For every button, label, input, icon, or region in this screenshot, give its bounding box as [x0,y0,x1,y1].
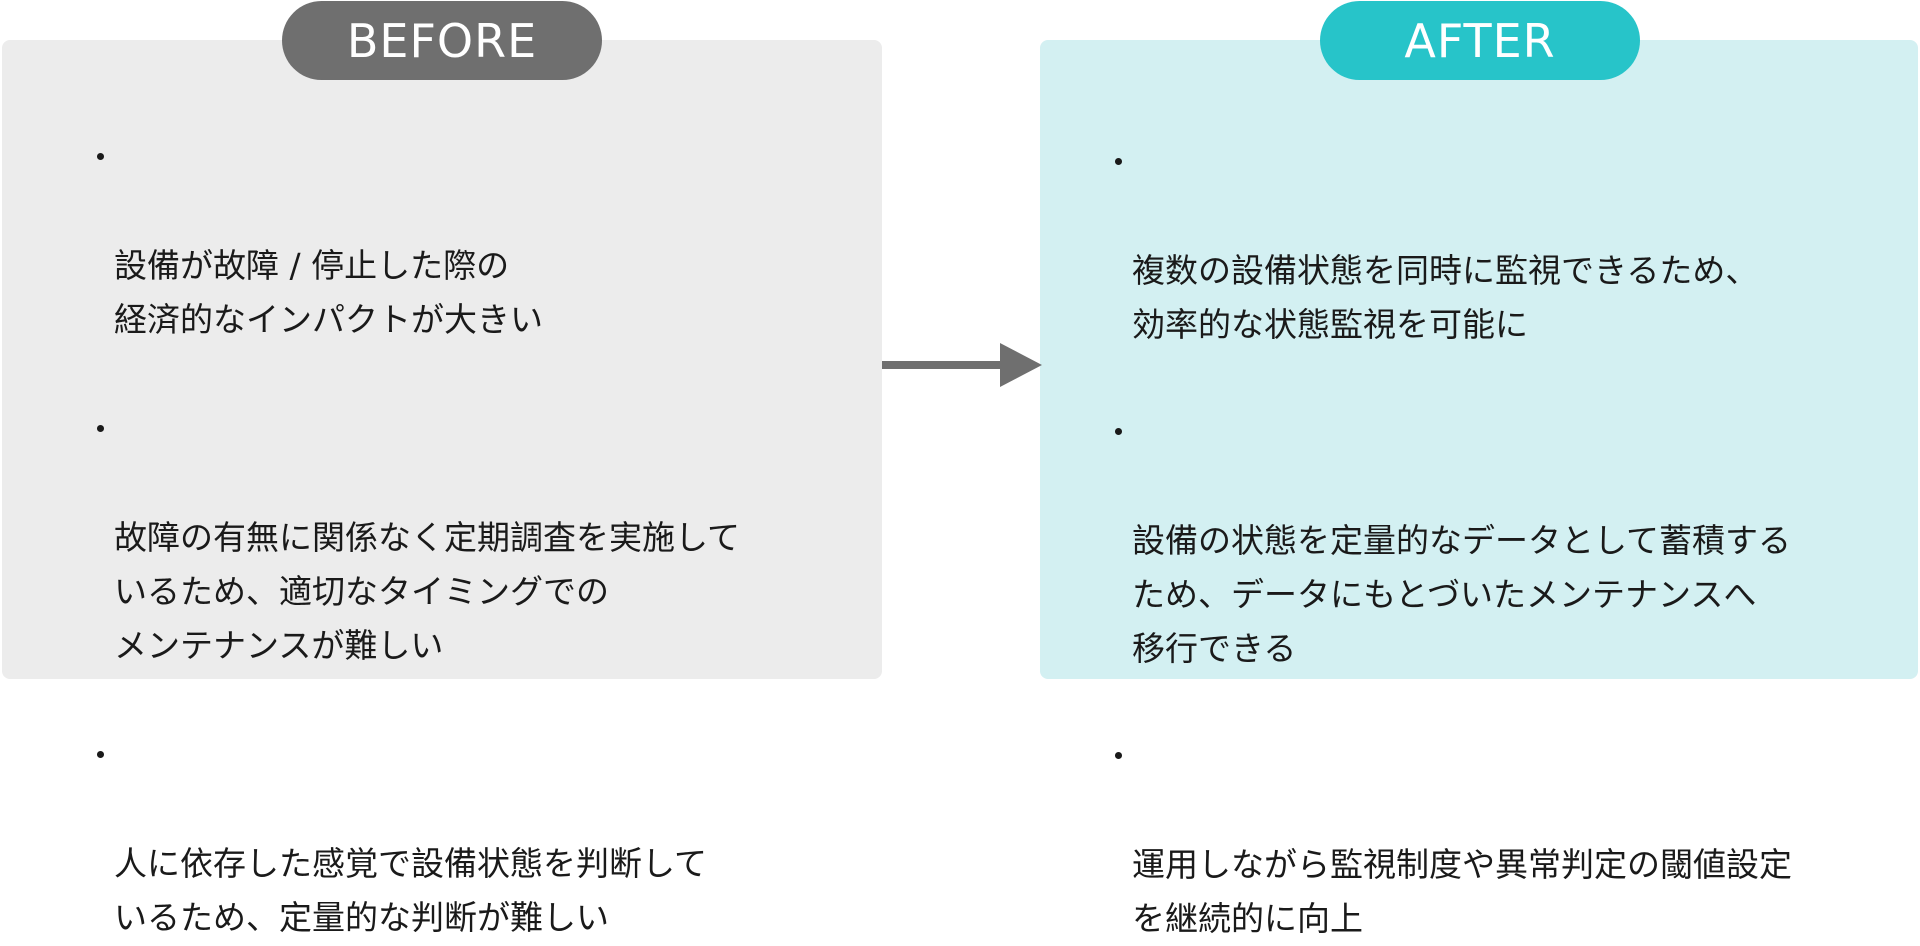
after-item: ・ 設備の状態を定量的なデータとして蓄積する ため、データにもとづいたメンテナン… [1102,406,1892,676]
before-panel [2,40,882,679]
bullet: ・ [84,736,117,775]
before-item: ・ 故障の有無に関係なく定期調査を実施して いるため、適切なタイミングでの メン… [84,403,854,673]
after-item-text: 設備の状態を定量的なデータとして蓄積する ため、データにもとづいたメンテナンスへ… [1132,521,1792,668]
before-list: ・ 設備が故障 / 停止した際の 経済的なインパクトが大きい ・ 故障の有無に関… [84,131,854,945]
after-label: AFTER [1320,1,1640,80]
after-panel [1040,40,1918,679]
before-item-text: 人に依存した感覚で設備状態を判断して いるため、定量的な判断が難しい [114,844,708,937]
before-item: ・ 設備が故障 / 停止した際の 経済的なインパクトが大きい [84,131,854,347]
arrow-right-icon [882,343,1042,387]
bullet: ・ [84,410,117,449]
before-item-text: 設備が故障 / 停止した際の 経済的なインパクトが大きい [114,246,543,339]
arrow-head [1000,343,1042,387]
bullet: ・ [84,138,117,177]
before-item-text: 故障の有無に関係なく定期調査を実施して いるため、適切なタイミングでの メンテナ… [114,518,741,665]
after-item: ・ 複数の設備状態を同時に監視できるため、 効率的な状態監視を可能に [1102,136,1892,352]
arrow-shaft [882,361,1004,369]
after-item-text: 複数の設備状態を同時に監視できるため、 効率的な状態監視を可能に [1132,251,1759,344]
before-item: ・ 人に依存した感覚で設備状態を判断して いるため、定量的な判断が難しい [84,729,854,945]
bullet: ・ [1102,143,1135,182]
after-item-text: 運用しながら監視制度や異常判定の閾値設定 を継続的に向上 [1132,845,1792,938]
after-item: ・ 運用しながら監視制度や異常判定の閾値設定 を継続的に向上 [1102,730,1892,946]
bullet: ・ [1102,413,1135,452]
bullet: ・ [1102,737,1135,776]
after-list: ・ 複数の設備状態を同時に監視できるため、 効率的な状態監視を可能に ・ 設備の… [1102,136,1892,946]
before-label: BEFORE [282,1,602,80]
